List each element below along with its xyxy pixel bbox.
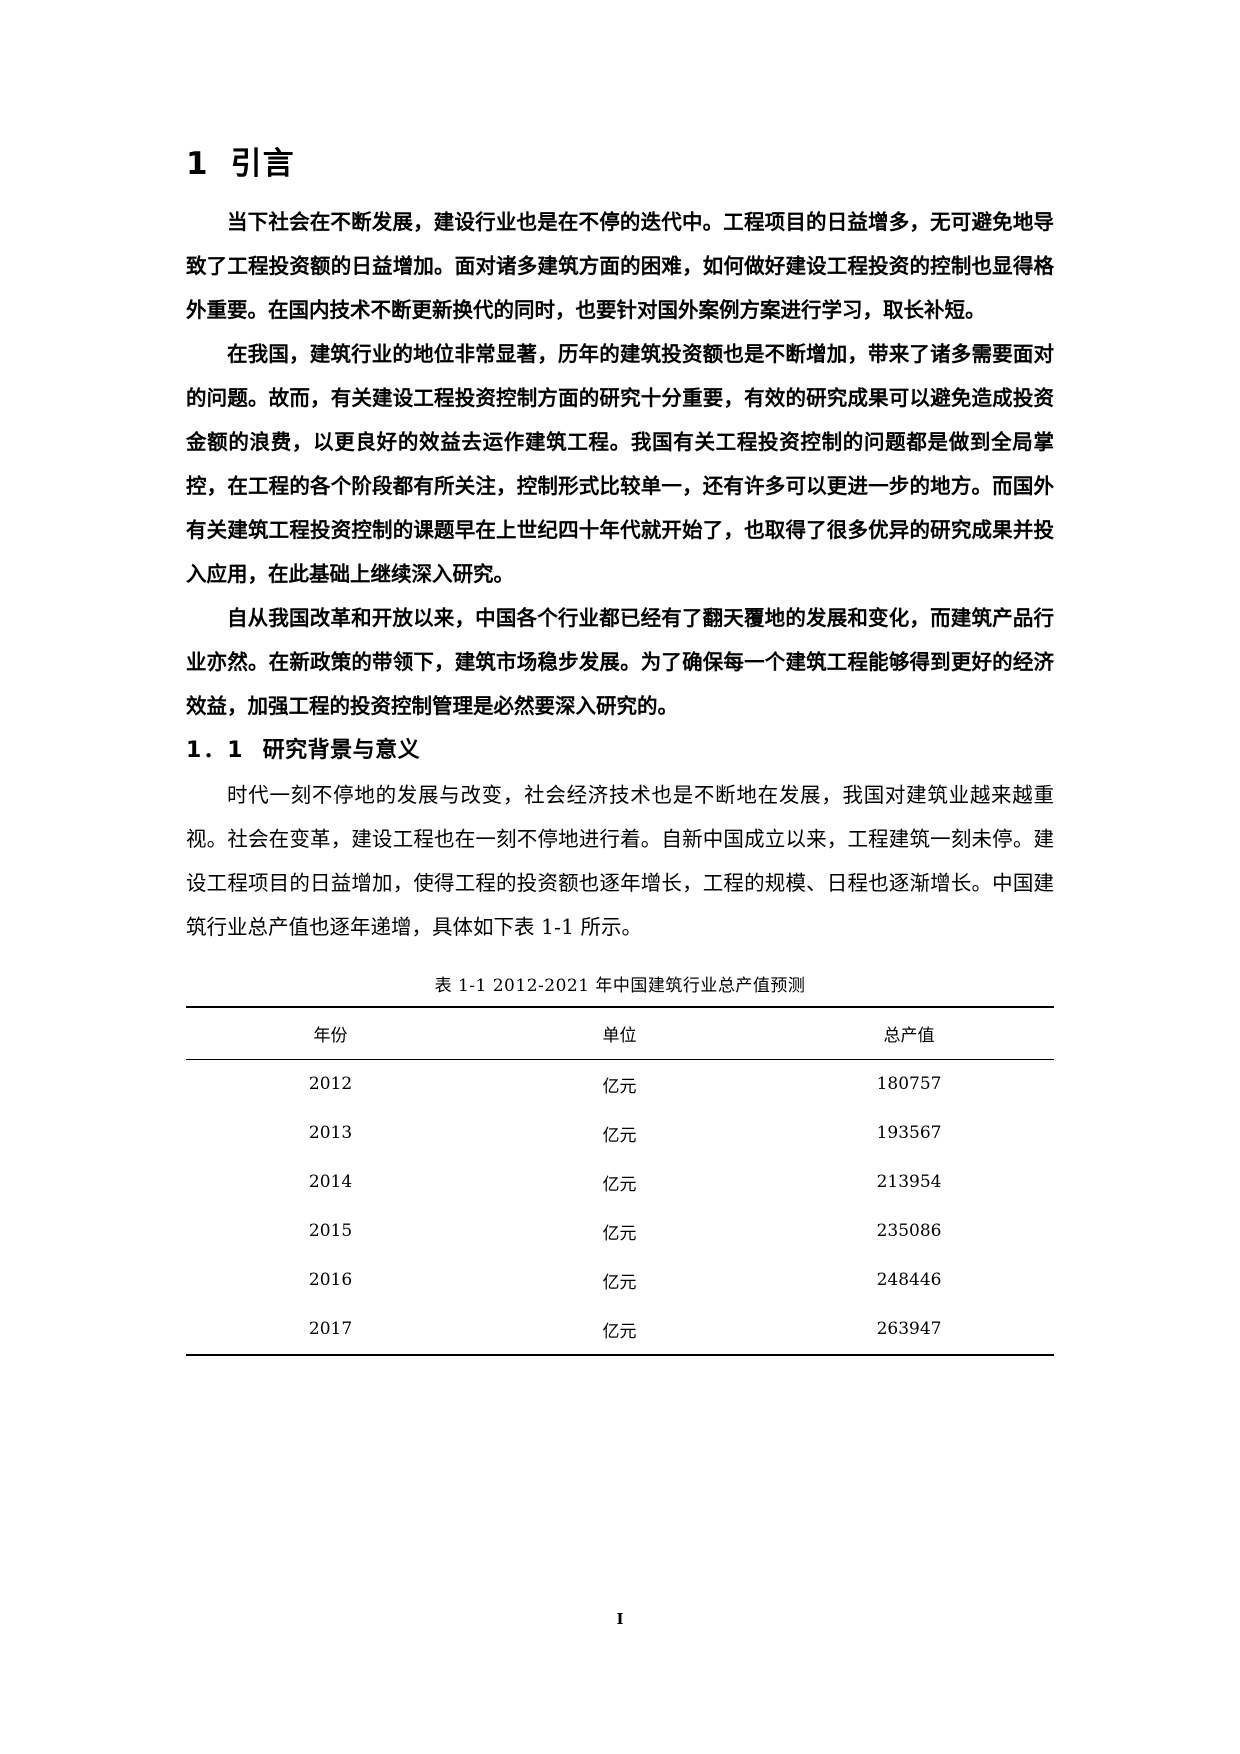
cell-total-output: 263947 bbox=[764, 1304, 1054, 1356]
cell-year: 2014 bbox=[308, 1172, 353, 1193]
heading1-title: 引言 bbox=[230, 146, 295, 182]
column-header-total-output: 总产值 bbox=[764, 1005, 1054, 1060]
page-content: 1 引言 当下社会在不断发展，建设行业也是在不停的迭代中。工程项目的日益增多，无可… bbox=[186, 130, 1054, 1356]
page-number: I bbox=[616, 1610, 624, 1628]
total-output-value-table: 年份 单位 总产值 2012 亿元 180757 2013 亿元 193567 … bbox=[186, 1005, 1054, 1356]
cell-total-output: 235086 bbox=[876, 1221, 942, 1242]
cell-unit: 亿元 bbox=[475, 1304, 765, 1356]
cell-unit: 亿元 bbox=[602, 1272, 637, 1293]
cell-year: 2012 bbox=[308, 1074, 353, 1095]
cell-year: 2015 bbox=[308, 1221, 353, 1242]
section-heading-1-1: 1．1 研究背景与意义 bbox=[186, 728, 1054, 773]
heading2-title: 研究背景与意义 bbox=[262, 737, 421, 763]
cell-total-output: 213954 bbox=[876, 1172, 942, 1193]
table-row: 2012 亿元 180757 bbox=[186, 1059, 1054, 1109]
cell-year: 2016 bbox=[308, 1270, 353, 1291]
page-title: 1 引言 bbox=[186, 130, 1054, 196]
column-header-year: 年份 bbox=[186, 1005, 476, 1060]
intro-paragraph-2: 在我国，建筑行业的地位非常显著，历年的建筑投资额也是不断增加，带来了诸多需要面对… bbox=[186, 341, 1054, 586]
cell-year: 2013 bbox=[308, 1123, 353, 1144]
intro-paragraph-1: 当下社会在不断发展，建设行业也是在不停的迭代中。工程项目的日益增多，无可避免地导… bbox=[186, 209, 1054, 322]
cell-total-output: 248446 bbox=[876, 1270, 942, 1291]
table-row: 2017 亿元 263947 bbox=[186, 1304, 1054, 1356]
cell-year: 2017 bbox=[186, 1304, 476, 1356]
cell-unit: 亿元 bbox=[602, 1076, 637, 1097]
cell-total-output: 193567 bbox=[876, 1123, 942, 1144]
table-body: 2012 亿元 180757 2013 亿元 193567 2014 亿元 21… bbox=[186, 1059, 1054, 1356]
table-header-row: 年份 单位 总产值 bbox=[186, 1005, 1054, 1060]
table-row: 2015 亿元 235086 bbox=[186, 1207, 1054, 1256]
table-row: 2013 亿元 193567 bbox=[186, 1109, 1054, 1158]
table-row: 2014 亿元 213954 bbox=[186, 1158, 1054, 1207]
column-header-unit: 单位 bbox=[475, 1005, 765, 1060]
table-caption: 表 1-1 2012-2021 年中国建筑行业总产值预测 bbox=[434, 975, 806, 996]
heading1-number: 1 bbox=[186, 146, 209, 182]
section-1-1-paragraph-1: 时代一刻不停地的发展与改变，社会经济技术也是不断地在发展，我国对建筑业越来越重视… bbox=[186, 782, 1054, 939]
intro-paragraph-3: 自从我国改革和开放以来，中国各个行业都已经有了翻天覆地的发展和变化，而建筑产品行… bbox=[186, 605, 1054, 718]
table-row: 2016 亿元 248446 bbox=[186, 1256, 1054, 1305]
cell-unit: 亿元 bbox=[602, 1125, 637, 1146]
cell-unit: 亿元 bbox=[602, 1223, 637, 1244]
cell-unit: 亿元 bbox=[602, 1174, 637, 1195]
heading2-number: 1．1 bbox=[186, 737, 245, 763]
cell-total-output: 180757 bbox=[876, 1074, 942, 1095]
